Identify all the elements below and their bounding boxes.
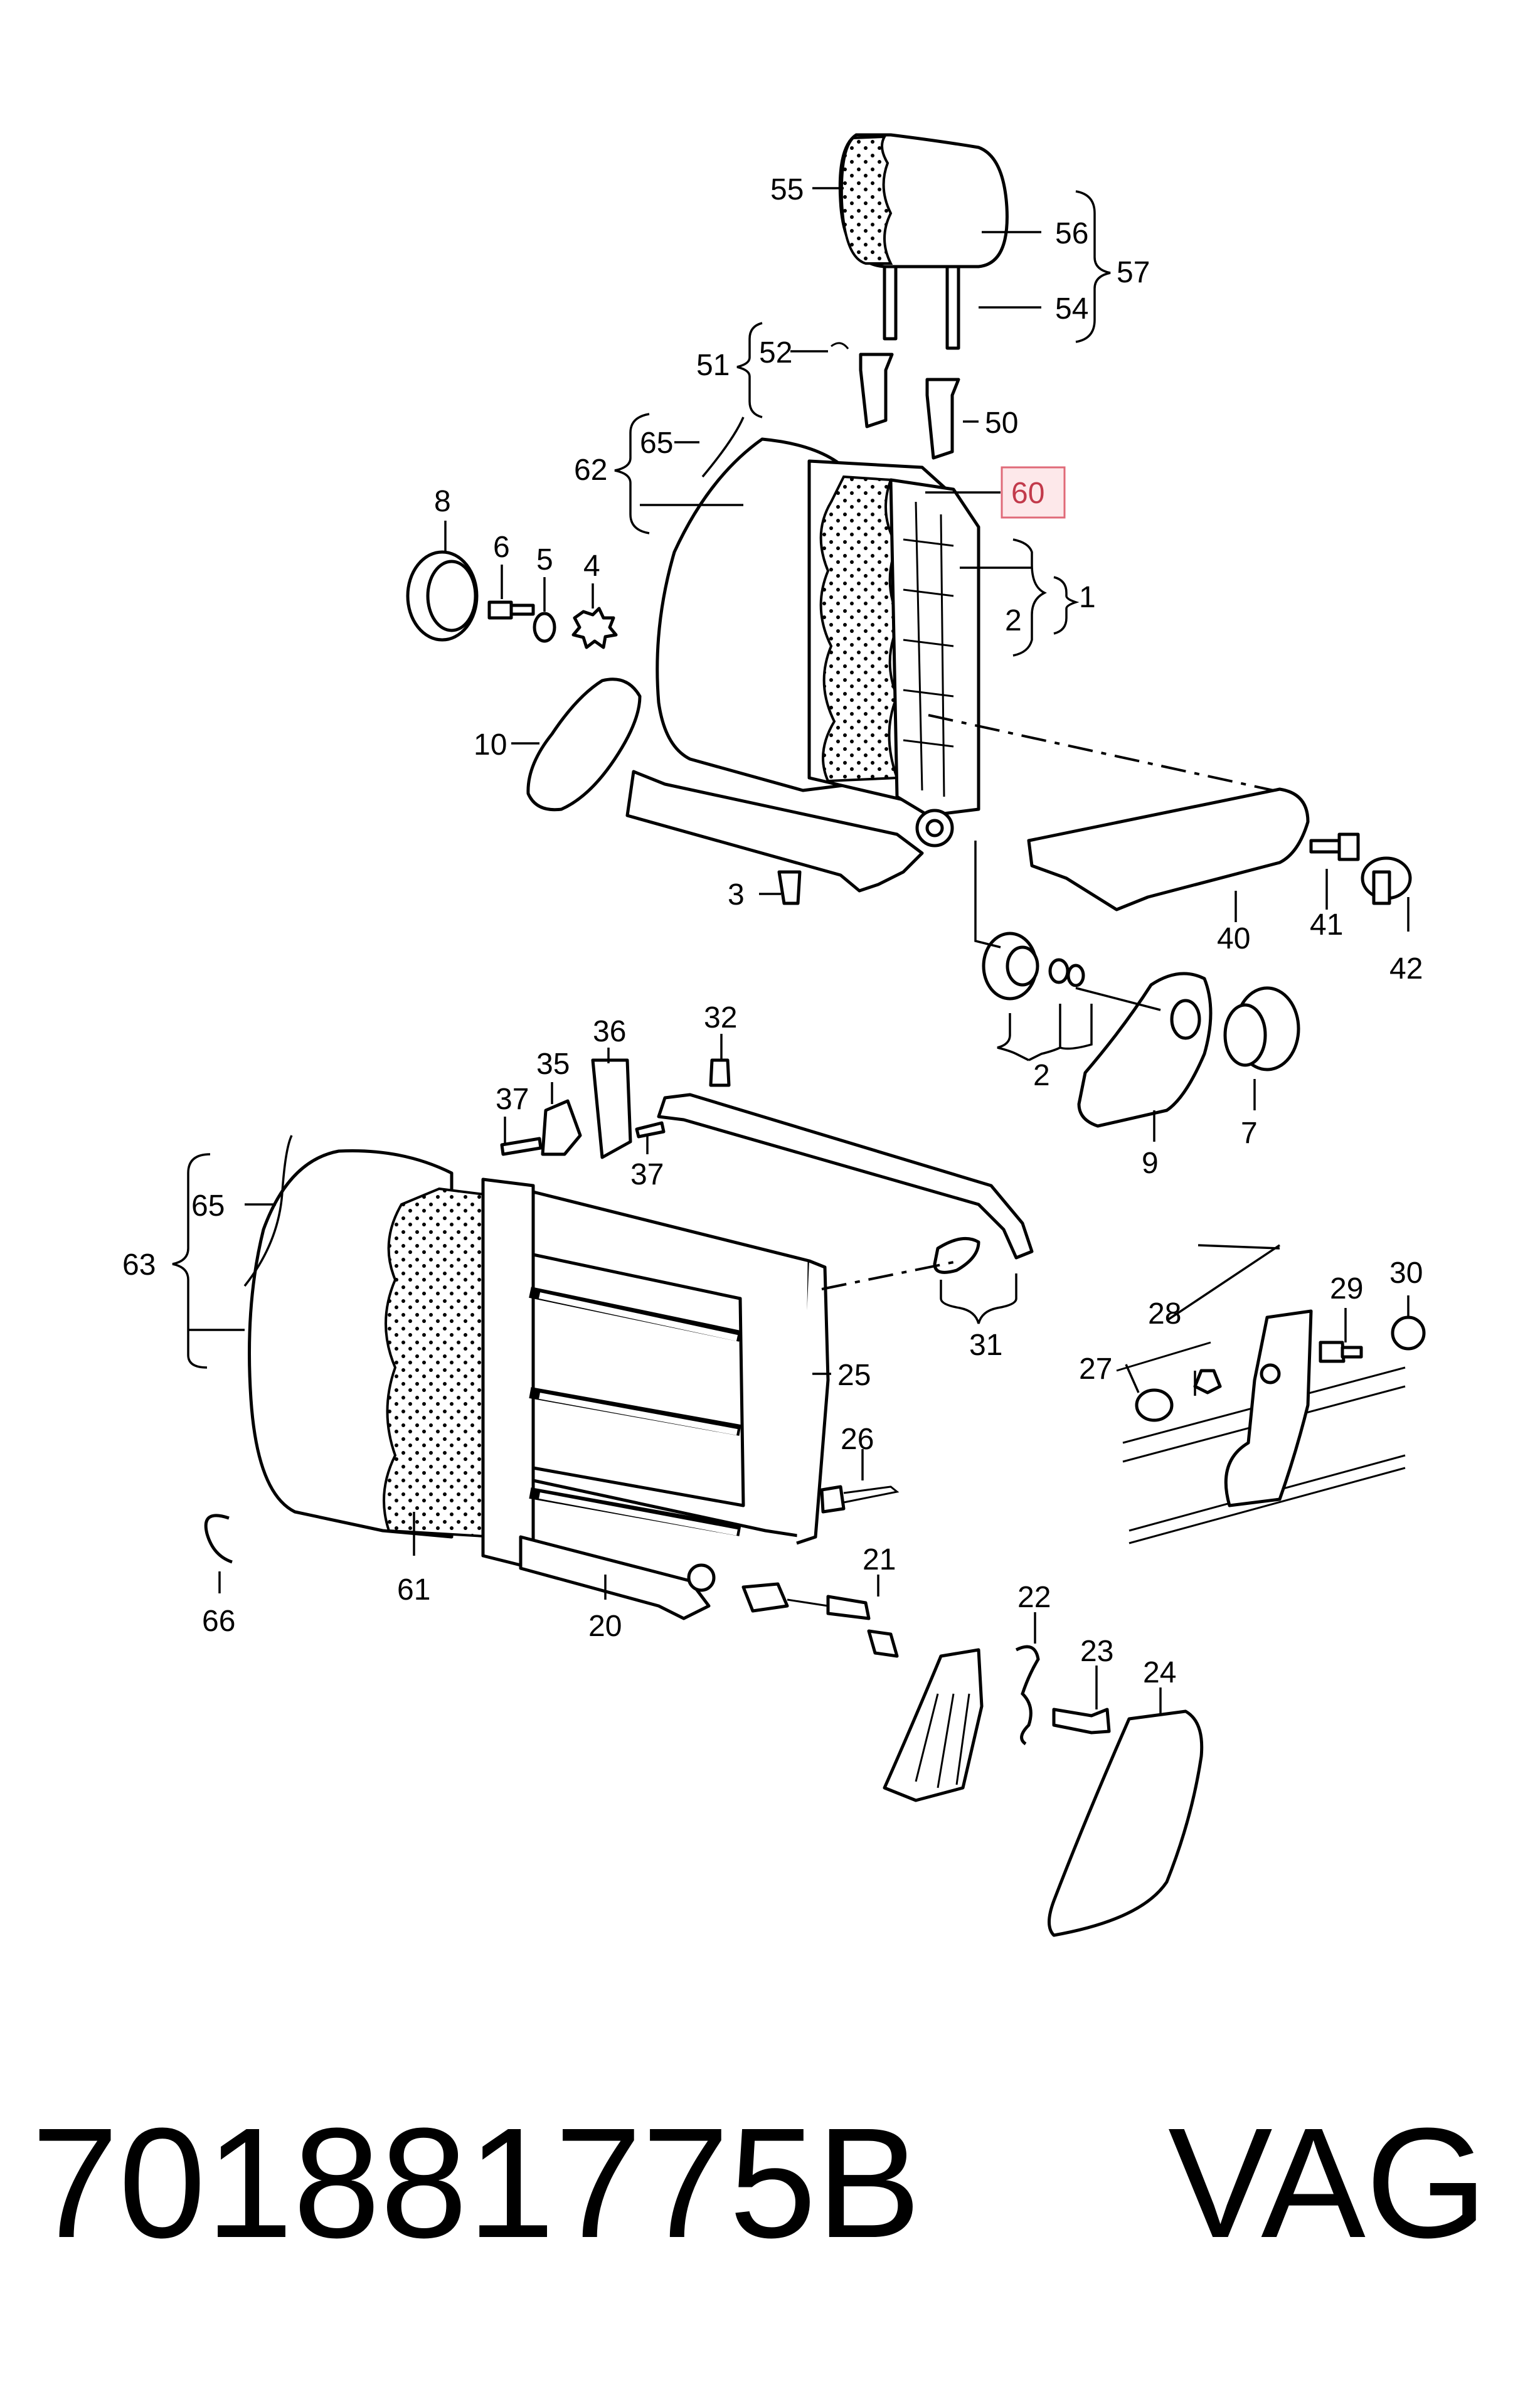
callout-62: 62 (574, 454, 607, 487)
clip-31 (933, 1236, 980, 1274)
callout-66: 66 (202, 1605, 235, 1638)
callout-5: 5 (536, 543, 553, 577)
part-number: 701881775B (31, 2095, 921, 2270)
wire-65 (243, 1135, 293, 1287)
callout-37-right: 37 (630, 1158, 664, 1191)
screw-23 (1052, 1708, 1111, 1735)
callout-23: 23 (1080, 1635, 1113, 1668)
callout-3: 3 (728, 878, 745, 911)
callout-65-upper: 65 (640, 427, 673, 460)
bolt-26 (820, 1485, 900, 1514)
callout-29: 29 (1330, 1272, 1363, 1305)
callout-51: 51 (696, 349, 730, 382)
bracket-35 (541, 1099, 582, 1156)
callout-30: 30 (1389, 1257, 1423, 1290)
callout-2-upper: 2 (1005, 604, 1022, 637)
callout-50: 50 (985, 406, 1018, 440)
callout-4: 4 (583, 550, 600, 583)
lever (883, 1648, 984, 1802)
callout-61: 61 (397, 1573, 430, 1607)
callout-35: 35 (536, 1048, 570, 1081)
callout-40: 40 (1217, 922, 1250, 955)
knob-9-center (1170, 999, 1201, 1040)
screw-32 (709, 1058, 731, 1087)
callout-24: 24 (1143, 1656, 1176, 1689)
recliner-parts (982, 932, 1085, 1001)
washer-5 (533, 612, 556, 643)
callout-21: 21 (863, 1543, 896, 1576)
callout-labels: 55 56 57 54 52 51 50 65 62 60 8 6 5 4 1 … (122, 173, 1423, 1689)
detail-inset (1116, 1244, 1426, 1544)
screw-6 (487, 600, 535, 620)
callout-36: 36 (593, 1015, 626, 1048)
cap-42 (1361, 856, 1412, 905)
headrest (838, 133, 1009, 350)
callout-52: 52 (759, 336, 792, 369)
callout-42: 42 (1389, 952, 1423, 986)
cover-9 (1077, 972, 1213, 1128)
callout-2-lower: 2 (1033, 1059, 1050, 1092)
knob-7 (1223, 986, 1300, 1071)
bracket-36 (591, 1058, 632, 1159)
side-cover (526, 677, 642, 812)
callout-60: 60 (1011, 477, 1044, 510)
callout-8: 8 (434, 485, 451, 518)
side-plate-25 (796, 1259, 830, 1545)
callout-22: 22 (1017, 1581, 1051, 1614)
hook-66 (204, 1514, 233, 1564)
callout-57: 57 (1117, 256, 1150, 289)
callout-41: 41 (1310, 908, 1343, 942)
callout-54: 54 (1055, 292, 1088, 326)
seat-cushion (248, 1149, 811, 1620)
leader-lines (172, 187, 1410, 1716)
highlight-box-60 (1001, 466, 1066, 519)
armrest (1027, 787, 1310, 911)
screw-37a (500, 1137, 543, 1156)
callout-26: 26 (841, 1423, 874, 1456)
rod-21 (741, 1582, 899, 1658)
spring-22 (1015, 1645, 1040, 1746)
centerline-rail (821, 1260, 960, 1290)
screw-37b (635, 1121, 666, 1139)
cross-rail (657, 1093, 1034, 1260)
wire-65-upper (701, 417, 745, 478)
callout-6: 6 (493, 531, 510, 564)
callout-55: 55 (770, 173, 804, 206)
knob-8 (406, 550, 479, 642)
callout-7: 7 (1241, 1117, 1258, 1150)
callout-32: 32 (704, 1001, 737, 1034)
callout-9: 9 (1142, 1147, 1159, 1180)
callout-20: 20 (588, 1610, 622, 1643)
callout-28: 28 (1148, 1297, 1181, 1331)
callout-1: 1 (1079, 581, 1096, 614)
callout-63: 63 (122, 1248, 156, 1282)
callout-37-left: 37 (496, 1083, 529, 1116)
callout-65-lower: 65 (191, 1189, 225, 1223)
backrest (625, 437, 980, 893)
callout-31: 31 (969, 1329, 1002, 1362)
headrest-guides (831, 342, 960, 460)
bolt-41 (1309, 832, 1360, 861)
callout-56: 56 (1055, 217, 1088, 250)
callout-25: 25 (837, 1359, 871, 1392)
brand-label: VAG (1168, 2095, 1488, 2270)
centerline-armrest (928, 714, 1274, 792)
callout-10: 10 (474, 728, 507, 762)
star-washer-4 (571, 607, 618, 649)
cover-24 (1048, 1709, 1204, 1937)
callout-27: 27 (1079, 1352, 1112, 1386)
screw-3 (777, 870, 802, 905)
